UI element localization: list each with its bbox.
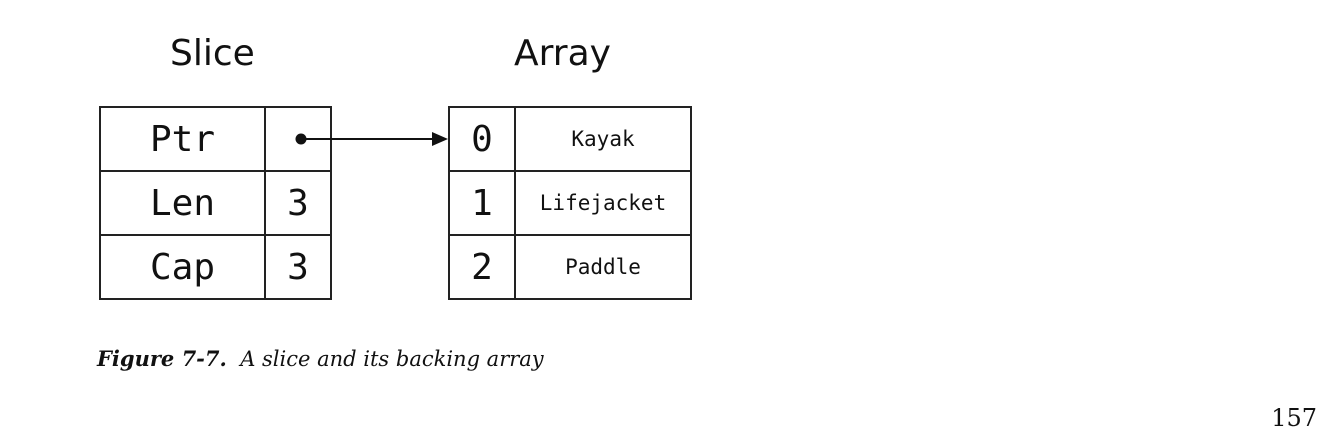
- array-row: 2 Paddle: [448, 234, 692, 300]
- array-element: Paddle: [514, 234, 692, 300]
- array-element: Lifejacket: [514, 170, 692, 236]
- page-number: 157: [1271, 404, 1317, 432]
- slice-row-len: Len 3: [99, 170, 332, 236]
- array-row: 0 Kayak: [448, 106, 692, 172]
- slice-field-name: Ptr: [99, 106, 266, 172]
- slice-field-name: Cap: [99, 234, 266, 300]
- backing-array-table: 0 Kayak 1 Lifejacket 2 Paddle: [448, 106, 692, 300]
- array-index: 1: [448, 170, 516, 236]
- slice-row-cap: Cap 3: [99, 234, 332, 300]
- slice-heading: Slice: [170, 33, 255, 74]
- array-element: Kayak: [514, 106, 692, 172]
- slice-struct-table: Ptr Len 3 Cap 3: [99, 106, 332, 300]
- array-index: 0: [448, 106, 516, 172]
- slice-field-name: Len: [99, 170, 266, 236]
- array-heading: Array: [514, 33, 611, 74]
- array-row: 1 Lifejacket: [448, 170, 692, 236]
- figure-caption-text: A slice and its backing array: [240, 347, 544, 371]
- slice-field-value: 3: [264, 234, 332, 300]
- array-index: 2: [448, 234, 516, 300]
- figure-caption: Figure 7-7. A slice and its backing arra…: [97, 346, 544, 371]
- arrowhead-icon: [432, 132, 448, 146]
- slice-field-value: 3: [264, 170, 332, 236]
- figure-label: Figure 7-7.: [97, 346, 227, 371]
